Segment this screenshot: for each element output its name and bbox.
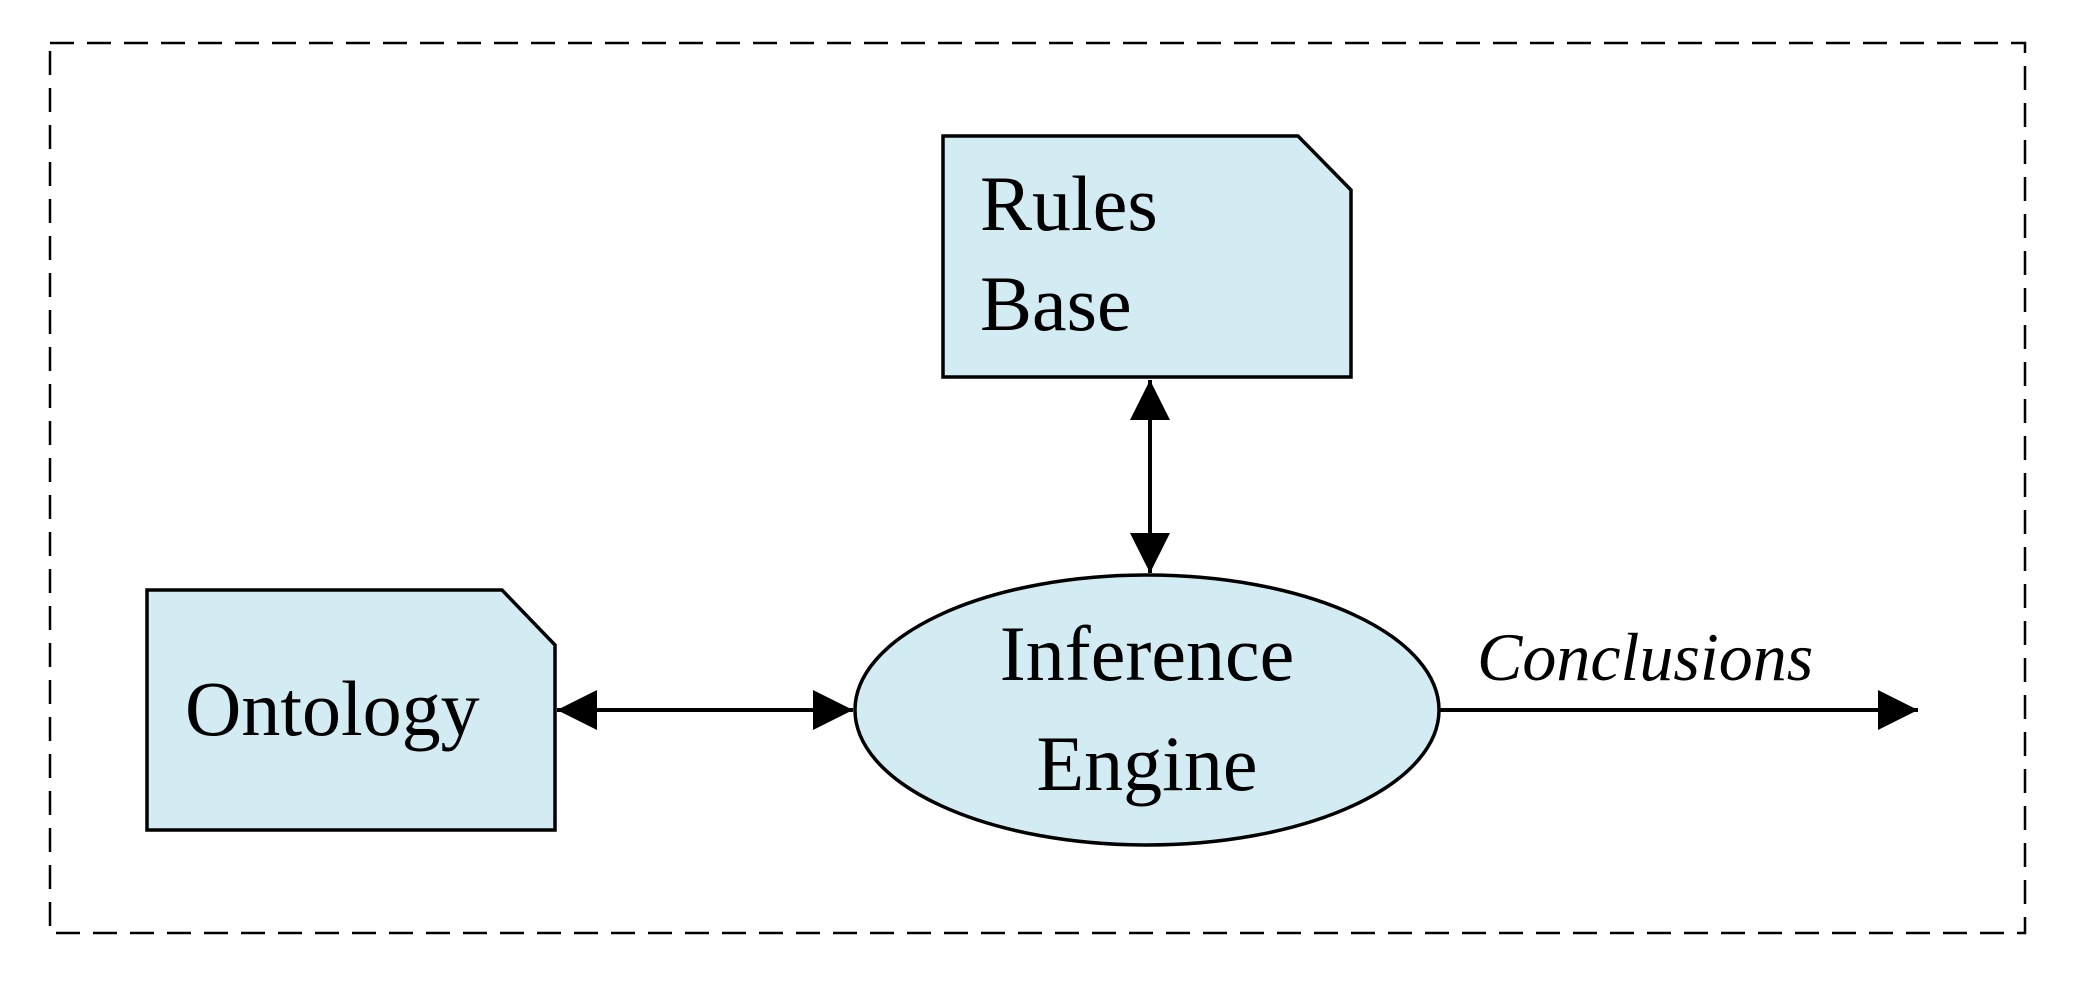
rules-base-label-line1: Rules	[980, 160, 1158, 247]
inference-engine-ellipse	[853, 573, 1441, 847]
ontology-note-shape	[145, 588, 557, 832]
inference-engine-node: Inference Engine	[853, 573, 1441, 847]
inference-engine-label-line2: Engine	[1037, 720, 1258, 807]
rules-base-note-shape	[941, 134, 1353, 379]
conclusions-label: Conclusions	[1477, 619, 1813, 695]
ontology-label: Ontology	[185, 665, 480, 752]
system-boundary	[48, 41, 2027, 935]
rules-base-node: Rules Base	[941, 134, 1353, 379]
rules-base-label-line2: Base	[980, 260, 1132, 347]
ontology-node: Ontology	[145, 588, 557, 832]
inference-engine-label-line1: Inference	[1000, 610, 1294, 697]
